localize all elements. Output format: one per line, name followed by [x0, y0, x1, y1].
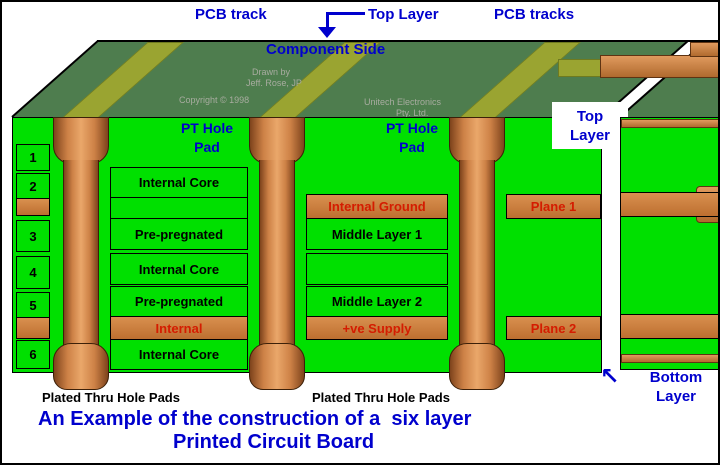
surface-rear-edge-line: [97, 40, 718, 42]
top-copper-track: [600, 55, 718, 78]
stack-row-label: Internal: [155, 320, 203, 336]
top-layer-arrow-icon: [318, 27, 336, 38]
via-3-bottom-pad: [449, 343, 505, 390]
via-1-barrel: [63, 160, 99, 346]
caption-line-1: An Example of the construction of a six …: [38, 408, 472, 430]
top-layer-right-label: Top Layer: [552, 102, 628, 149]
watermark-company-2: Pty. Ltd.: [396, 108, 429, 118]
layer-number-box-3: 3: [16, 220, 50, 252]
stack-row-internal-core-2: Internal Core: [110, 253, 248, 285]
watermark-drawn-by-1: Drawn by: [252, 67, 291, 77]
layer-number-5: 5: [29, 297, 37, 313]
stack-row-label: Internal Ground: [328, 199, 426, 214]
edge-plane-1-band: [620, 192, 718, 217]
plane-2-strip: Plane 2: [506, 316, 601, 340]
stack-row-internal-copper: Internal: [110, 316, 248, 340]
left-copper-strip-lower: [16, 317, 50, 339]
plated-thru-label-2: Plated Thru Hole Pads: [312, 390, 450, 405]
watermark-company-1: Unitech Electronics: [364, 97, 442, 107]
via-2-bottom-pad: [249, 343, 305, 390]
stack-row-middle-layer-2: Middle Layer 2: [306, 286, 448, 317]
layer-number-6: 6: [29, 347, 37, 362]
stack-row-label: Internal Core: [138, 175, 220, 190]
edge-bottom-copper: [621, 354, 718, 363]
via-3-top-pad: [449, 117, 505, 164]
stack-row-label: Pre-pregnated: [134, 226, 224, 242]
component-side-label: Component Side: [266, 41, 386, 58]
layer-number-box-1: 1: [16, 144, 50, 171]
stack-row-label: Plane 2: [530, 320, 577, 336]
layer-number-3: 3: [29, 228, 37, 244]
via-1-bottom-pad: [53, 343, 109, 390]
stack-row-blank-left: [110, 197, 248, 219]
layer-number-box-5: 5: [16, 292, 50, 318]
stack-row-prepreg-1: Pre-pregnated: [110, 218, 248, 250]
stack-row-internal-core-1: Internal Core: [110, 167, 248, 198]
stack-row-middle-layer-1: Middle Layer 1: [306, 218, 448, 250]
layer-number-1: 1: [29, 150, 37, 165]
via-2-barrel: [259, 160, 295, 346]
top-layer-arrow-shaft-v: [326, 12, 329, 28]
stack-row-label: Internal Core: [138, 261, 220, 277]
stack-row-label: Internal Core: [138, 347, 220, 362]
stack-row-internal-core-3: Internal Core: [110, 339, 248, 370]
pcb-track-label: PCB track: [195, 6, 267, 23]
via-2-top-pad: [249, 117, 305, 164]
edge-top-copper: [621, 119, 718, 128]
bottom-layer-label: Bottom Layer: [649, 369, 703, 405]
plane-1-strip: Plane 1: [506, 194, 601, 219]
via-3-barrel: [459, 160, 495, 346]
top-layer-label: Top Layer: [368, 6, 439, 23]
layer-number-4: 4: [29, 265, 37, 280]
pt-hole-pad-label-2: PT Hole Pad: [385, 120, 439, 155]
stack-row-label: Middle Layer 1: [331, 226, 423, 242]
bottom-layer-arrow-icon: ↖: [600, 364, 620, 390]
watermark-drawn-by-2: Jeff. Rose, JP: [246, 78, 302, 88]
caption-line-2: Printed Circuit Board: [173, 431, 375, 453]
layer-number-box-2: 2: [16, 173, 50, 199]
stack-row-prepreg-2: Pre-pregnated: [110, 286, 248, 317]
layer-number-2: 2: [29, 178, 37, 194]
top-copper-track-corner: [690, 42, 718, 57]
pt-hole-pad-label-1: PT Hole Pad: [180, 120, 234, 155]
via-1-top-pad: [53, 117, 109, 164]
stack-row-internal-ground: Internal Ground: [306, 194, 448, 219]
stack-row-label: Middle Layer 2: [331, 294, 423, 309]
track-elbow: [558, 59, 606, 77]
stack-row-blank-mid: [306, 253, 448, 285]
stack-row-label: +ve Supply: [342, 320, 412, 336]
stack-row-ve-supply: +ve Supply: [306, 316, 448, 340]
stack-row-label: Pre-pregnated: [134, 294, 224, 309]
left-copper-strip-upper: [16, 198, 50, 216]
layer-number-box-6: 6: [16, 340, 50, 369]
watermark-copyright: Copyright © 1998: [179, 95, 250, 105]
stack-row-label: Plane 1: [530, 199, 577, 214]
top-layer-arrow-shaft-h: [329, 12, 365, 15]
edge-plane-2-band: [620, 314, 718, 339]
pcb-tracks-label: PCB tracks: [494, 6, 575, 23]
layer-number-box-4: 4: [16, 256, 50, 289]
plated-thru-label-1: Plated Thru Hole Pads: [42, 390, 180, 405]
